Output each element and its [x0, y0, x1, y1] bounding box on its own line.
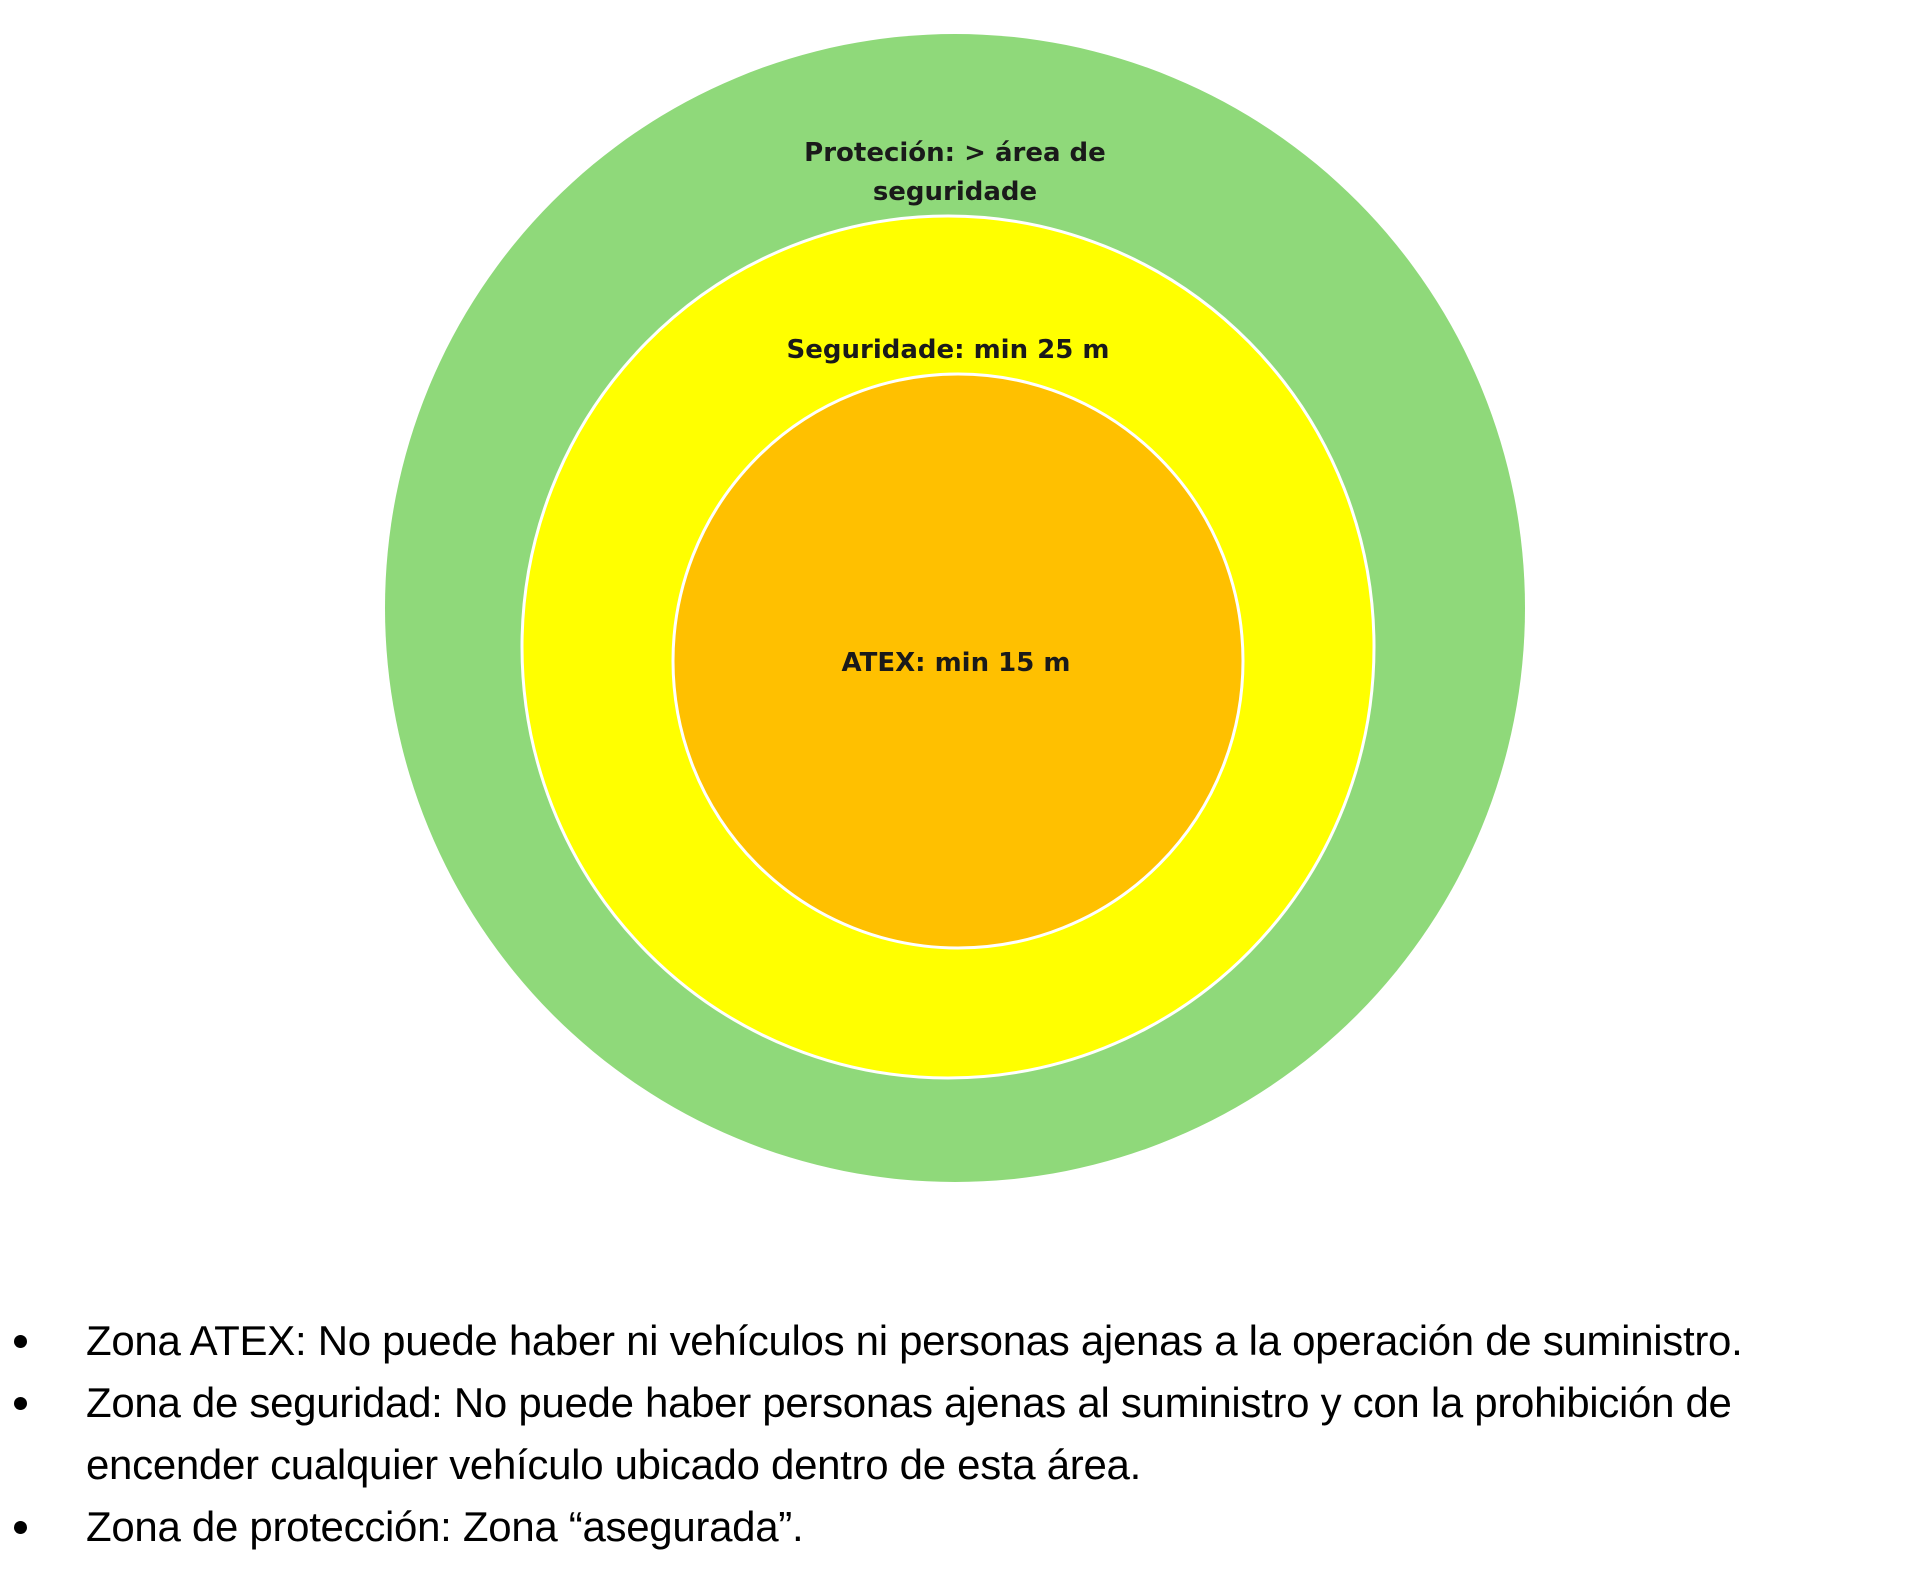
list-item-text-cont: encender cualquier vehículo ubicado dent… — [86, 1441, 1141, 1488]
bullet-icon — [14, 1521, 27, 1534]
protection-zone-label-line2: seguridade — [873, 177, 1037, 207]
zone-diagram: Proteción: > área de seguridade Segurida… — [385, 34, 1525, 1182]
zone-description-list: Zona ATEX: No puede haber ni vehículos n… — [0, 1310, 1916, 1558]
list-item-text: Zona ATEX: No puede haber ni vehículos n… — [86, 1317, 1743, 1364]
list-item-seguridad: Zona de seguridad: No puede haber person… — [0, 1372, 1916, 1496]
list-item-proteccion: Zona de protección: Zona “asegurada”. — [0, 1496, 1916, 1558]
list-item-text: Zona de seguridad: No puede haber person… — [86, 1379, 1732, 1426]
safety-zone-label: Seguridade: min 25 m — [787, 335, 1110, 365]
list-item-text: Zona de protección: Zona “asegurada”. — [86, 1503, 804, 1550]
protection-zone-label-line1: Proteción: > área de — [804, 138, 1106, 168]
atex-zone-label: ATEX: min 15 m — [842, 648, 1071, 678]
bullet-icon — [14, 1397, 27, 1410]
bullet-icon — [14, 1335, 27, 1348]
list-item-atex: Zona ATEX: No puede haber ni vehículos n… — [0, 1310, 1916, 1372]
atex-zone-circle — [671, 372, 1245, 950]
